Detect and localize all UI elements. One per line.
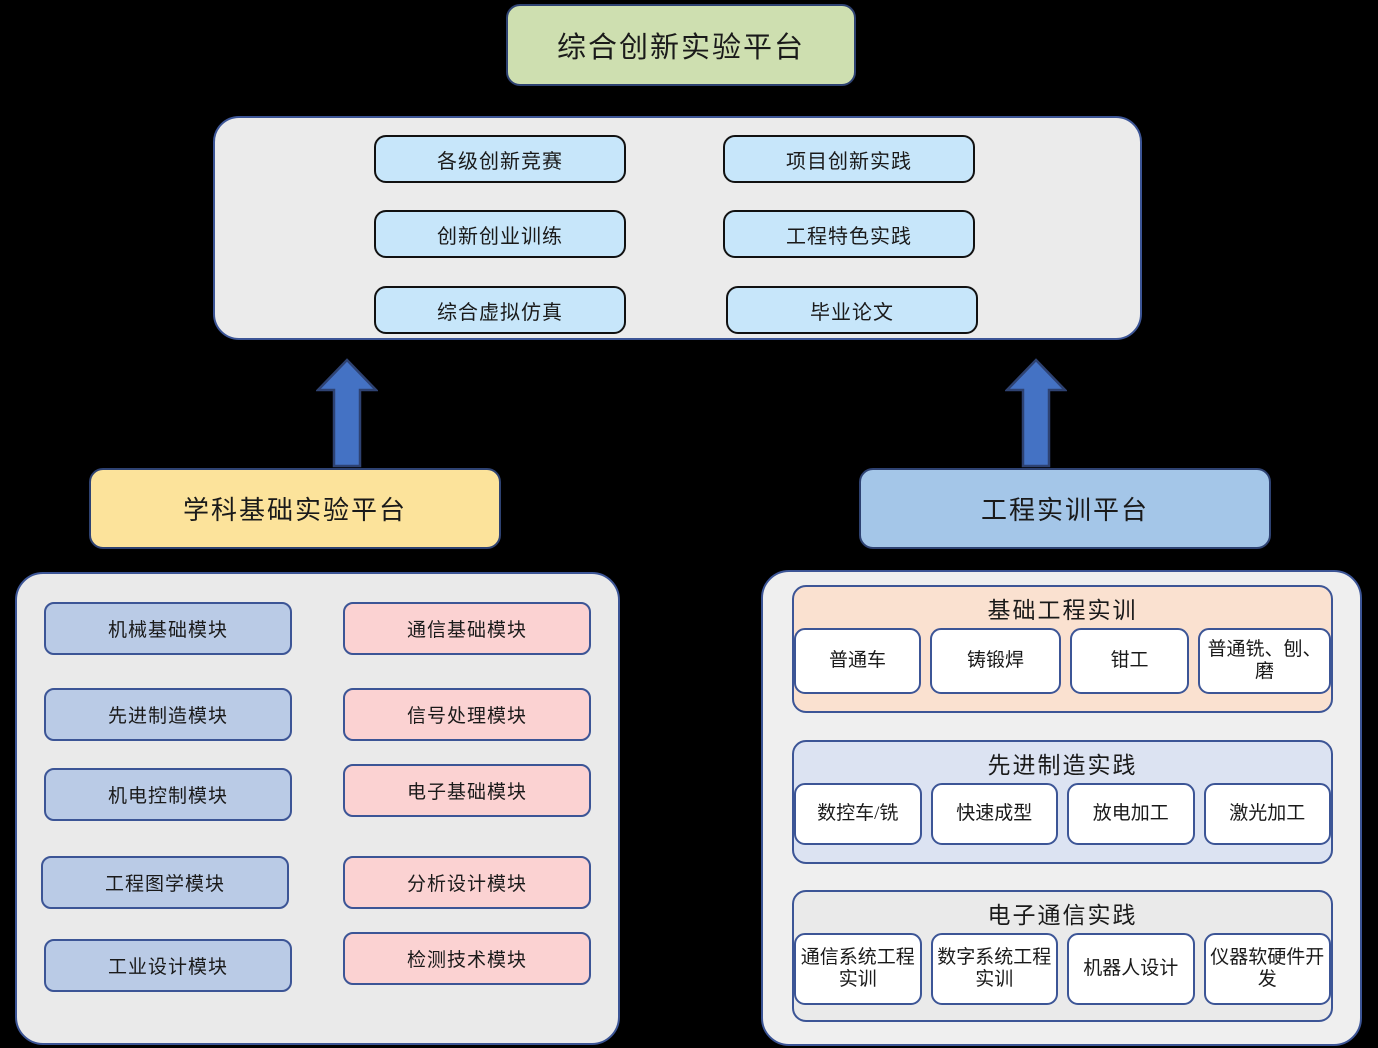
- leaf-casting-forging-welding[interactable]: 铸锻焊: [930, 628, 1061, 694]
- engineering-group-electronic-communication: 电子通信实践 通信系统工程实训 数字系统工程实训 机器人设计 仪器软硬件开发: [792, 890, 1333, 1022]
- engineering-training-platform-title: 工程实训平台: [859, 468, 1271, 549]
- discipline-basic-experiment-platform-title: 学科基础实验平台: [89, 468, 501, 549]
- arrow-up-icon-discipline: [316, 358, 378, 468]
- innovation-item-competition[interactable]: 各级创新竞赛: [374, 135, 626, 183]
- module-mechanical-basics[interactable]: 机械基础模块: [44, 602, 292, 655]
- innovation-item-engineering-feature-practice[interactable]: 工程特色实践: [723, 210, 975, 258]
- group-title-electronic-communication: 电子通信实践: [987, 903, 1138, 928]
- arrow-up-icon-engineering: [1005, 358, 1067, 468]
- module-industrial-design[interactable]: 工业设计模块: [44, 939, 292, 992]
- engineering-group-basic-training: 基础工程实训 普通车 铸锻焊 钳工 普通铣、刨、磨: [792, 585, 1333, 713]
- group-item-row: 数控车/铣 快速成型 放电加工 激光加工: [794, 783, 1331, 845]
- leaf-bench-work[interactable]: 钳工: [1069, 628, 1190, 694]
- leaf-instrument-hw-sw-development[interactable]: 仪器软硬件开发: [1203, 933, 1331, 1005]
- group-item-row: 通信系统工程实训 数字系统工程实训 机器人设计 仪器软硬件开发: [794, 933, 1331, 1005]
- innovation-item-entrepreneurship-training[interactable]: 创新创业训练: [374, 210, 626, 258]
- module-advanced-manufacturing[interactable]: 先进制造模块: [44, 688, 292, 741]
- innovation-item-virtual-simulation[interactable]: 综合虚拟仿真: [374, 286, 626, 334]
- module-detection-technology[interactable]: 检测技术模块: [343, 932, 591, 985]
- leaf-cnc-turning-milling[interactable]: 数控车/铣: [794, 783, 922, 845]
- module-electronics-basics[interactable]: 电子基础模块: [343, 764, 591, 817]
- module-communication-basics[interactable]: 通信基础模块: [343, 602, 591, 655]
- module-electromechanical-control[interactable]: 机电控制模块: [44, 768, 292, 821]
- leaf-rapid-prototyping[interactable]: 快速成型: [930, 783, 1058, 845]
- module-analysis-design[interactable]: 分析设计模块: [343, 856, 591, 909]
- leaf-laser-machining[interactable]: 激光加工: [1203, 783, 1331, 845]
- leaf-edm-machining[interactable]: 放电加工: [1067, 783, 1195, 845]
- leaf-milling-planing-grinding[interactable]: 普通铣、刨、磨: [1198, 628, 1331, 694]
- comprehensive-innovation-platform-title: 综合创新实验平台: [506, 4, 856, 86]
- innovation-item-project-practice[interactable]: 项目创新实践: [723, 135, 975, 183]
- leaf-communication-system-training[interactable]: 通信系统工程实训: [794, 933, 922, 1005]
- innovation-panel: [213, 116, 1142, 340]
- leaf-common-lathe[interactable]: 普通车: [794, 628, 921, 694]
- module-engineering-graphics[interactable]: 工程图学模块: [41, 856, 289, 909]
- group-title-basic-training: 基础工程实训: [987, 598, 1138, 623]
- group-title-advanced-manufacturing: 先进制造实践: [987, 753, 1138, 778]
- module-signal-processing[interactable]: 信号处理模块: [343, 688, 591, 741]
- innovation-item-graduation-thesis[interactable]: 毕业论文: [726, 286, 978, 334]
- engineering-group-advanced-manufacturing: 先进制造实践 数控车/铣 快速成型 放电加工 激光加工: [792, 740, 1333, 864]
- group-item-row: 普通车 铸锻焊 钳工 普通铣、刨、磨: [794, 628, 1331, 694]
- leaf-digital-system-training[interactable]: 数字系统工程实训: [930, 933, 1058, 1005]
- leaf-robot-design[interactable]: 机器人设计: [1067, 933, 1195, 1005]
